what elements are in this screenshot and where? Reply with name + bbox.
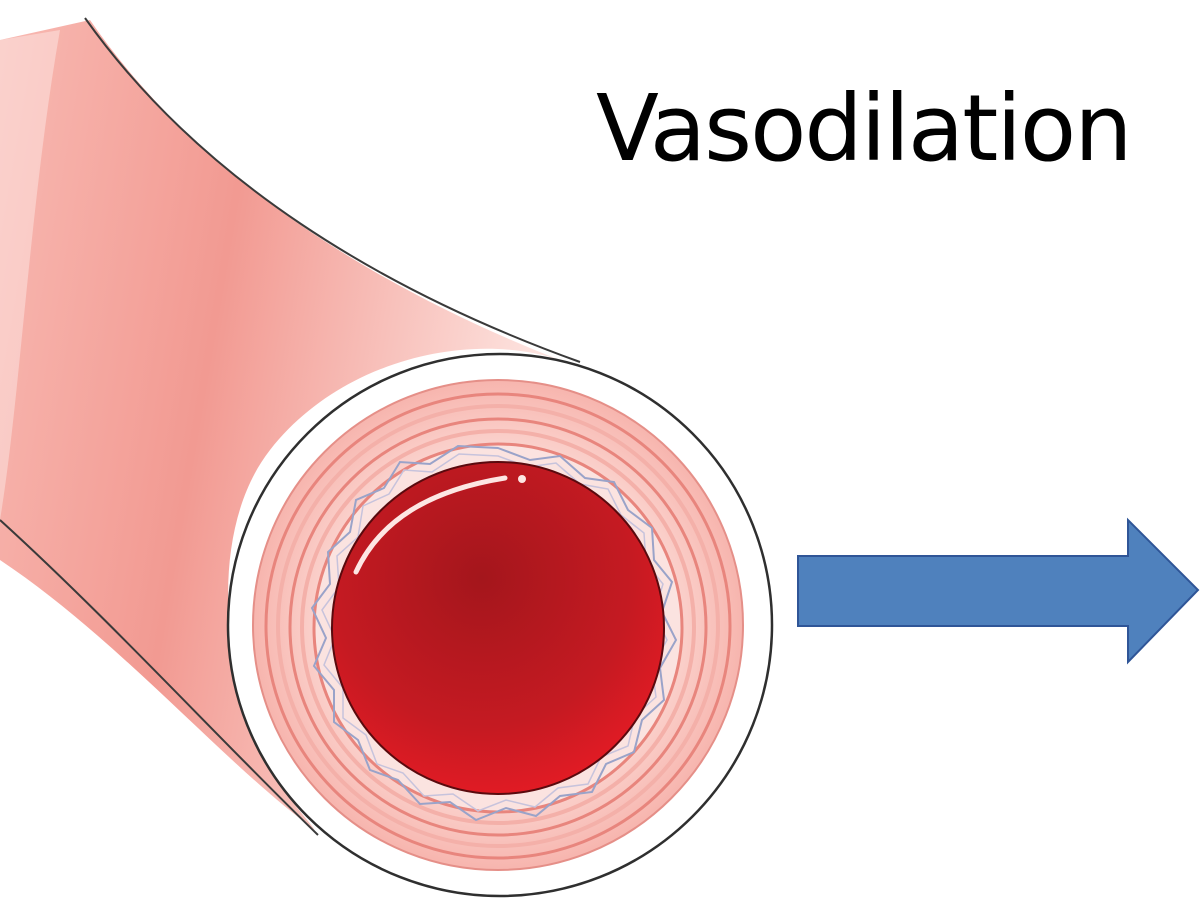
lumen bbox=[332, 462, 664, 794]
right-arrow-icon bbox=[790, 512, 1200, 668]
blood-vessel-illustration bbox=[0, 0, 800, 901]
